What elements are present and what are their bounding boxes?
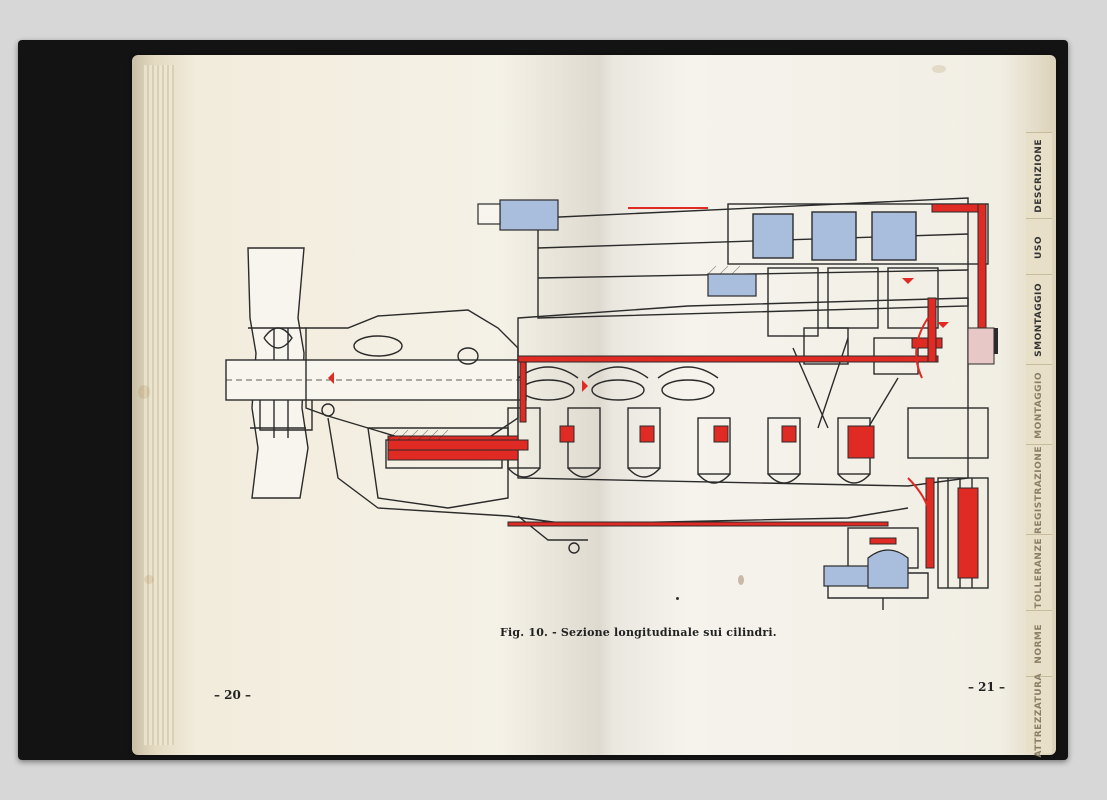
tab-label: NORME bbox=[1034, 624, 1044, 664]
coolant-pump bbox=[499, 199, 559, 231]
oil-passages bbox=[387, 203, 987, 579]
foxing-spot bbox=[932, 65, 946, 73]
thumb-index-tabs: DESCRIZIONE USO SMONTAGGIO MONTAGGIO REG… bbox=[1026, 132, 1052, 757]
tab-label: MONTAGGIO bbox=[1034, 371, 1044, 439]
tab-descrizione[interactable]: DESCRIZIONE bbox=[1026, 132, 1052, 219]
foxing-spot bbox=[144, 575, 154, 584]
tab-label: REGISTRAZIONE bbox=[1034, 445, 1044, 535]
page-number-right: – 21 – bbox=[968, 680, 1006, 694]
tab-montaggio[interactable]: MONTAGGIO bbox=[1026, 364, 1052, 445]
foxing-spot bbox=[738, 575, 744, 585]
foxing-spot bbox=[138, 385, 150, 399]
tab-label: SMONTAGGIO bbox=[1034, 283, 1044, 357]
tab-label: DESCRIZIONE bbox=[1034, 139, 1044, 213]
page-edges bbox=[142, 65, 174, 745]
engine-cross-section-figure bbox=[225, 197, 998, 610]
tab-norme[interactable]: NORME bbox=[1026, 610, 1052, 677]
print-dot bbox=[676, 597, 679, 600]
distributor-gear bbox=[967, 327, 995, 365]
tab-label: TOLLERANZE bbox=[1034, 537, 1044, 609]
page-number-left: – 20 – bbox=[214, 688, 252, 702]
tab-label: USO bbox=[1034, 235, 1044, 259]
tab-smontaggio[interactable]: SMONTAGGIO bbox=[1026, 274, 1052, 365]
figure-caption: Fig. 10. - Sezione longitudinale sui cil… bbox=[500, 626, 777, 639]
carburettor-bowl bbox=[823, 565, 875, 587]
tab-uso[interactable]: USO bbox=[1026, 218, 1052, 275]
tab-label: ATTREZZATURA bbox=[1034, 672, 1044, 758]
crank-throws bbox=[507, 366, 871, 484]
tab-attrezzatura[interactable]: ATTREZZATURA bbox=[1026, 673, 1052, 757]
tab-registrazione[interactable]: REGISTRAZIONE bbox=[1026, 444, 1052, 535]
tab-tolleranze[interactable]: TOLLERANZE bbox=[1026, 534, 1052, 611]
